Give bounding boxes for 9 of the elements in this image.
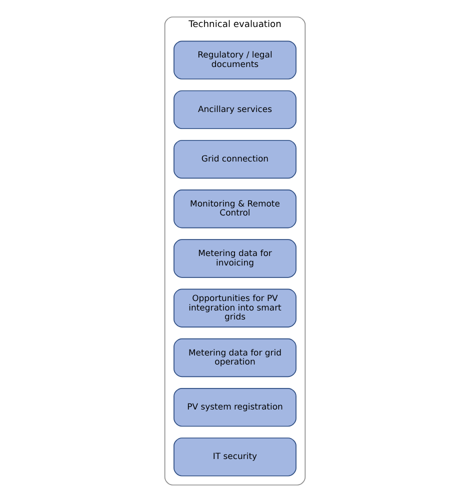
node-box: Opportunities for PV integration into smart grids — [174, 288, 296, 328]
node-box: Metering data for invoicing — [174, 239, 296, 278]
node-box: Regulatory / legal documents — [174, 40, 296, 80]
node-box: Grid connection — [174, 140, 296, 179]
node-box: IT security — [174, 438, 296, 476]
node-box: Monitoring & Remote Control — [174, 190, 296, 228]
node-box: PV system registration — [174, 388, 296, 427]
node-box: Ancillary services — [174, 90, 296, 130]
node-box: Metering data for grid operation — [174, 338, 296, 378]
